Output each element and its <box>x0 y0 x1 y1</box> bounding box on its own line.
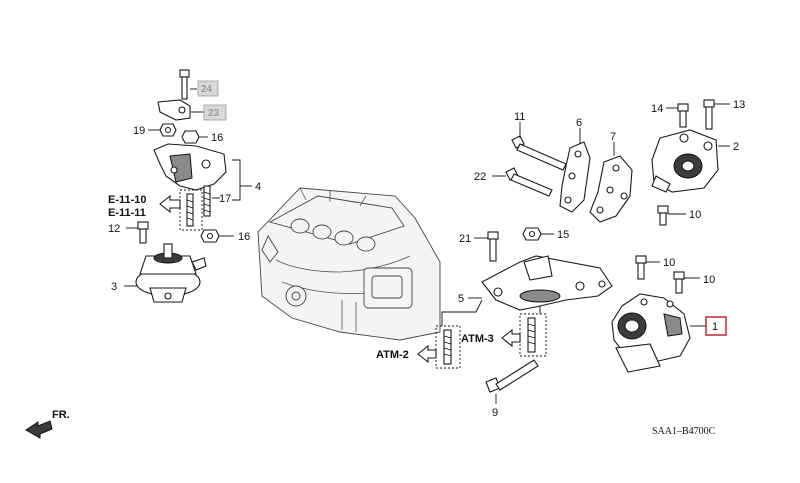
bolt-10-upper: 10 <box>657 205 701 226</box>
bracket-7: 7 <box>589 131 633 223</box>
callout-11: 11 <box>514 111 525 123</box>
ref-arrow-e11: E-11-10 E-11-11 <box>108 194 181 219</box>
nut-16-top: 16 <box>181 130 223 144</box>
callout-23: 23 <box>208 108 220 119</box>
callout-1-highlight[interactable]: 1 <box>705 316 727 336</box>
callout-16-top: 16 <box>211 132 223 144</box>
callout-23-badge: 23 <box>191 104 227 121</box>
callout-3: 3 <box>111 281 117 293</box>
engine-block <box>257 187 441 341</box>
nut-19: 19 <box>133 123 177 137</box>
bracket-6: 6 <box>559 117 591 213</box>
bracket-4: 4 <box>153 143 261 201</box>
bolt-22: 22 <box>474 167 553 197</box>
bolt-12: 12 <box>108 221 149 244</box>
bracket-23 <box>157 99 191 121</box>
callout-24: 24 <box>201 84 213 95</box>
front-label: FR. <box>52 409 70 421</box>
callout-19: 19 <box>133 125 145 137</box>
callout-1: 1 <box>712 321 718 333</box>
callout-9: 9 <box>492 407 498 419</box>
callout-4: 4 <box>255 181 261 193</box>
nut-15: 15 <box>522 227 569 241</box>
ref-atm-2: ATM-2 <box>376 349 409 361</box>
callout-12: 12 <box>108 223 120 235</box>
bolt-11: 11 <box>511 111 567 171</box>
callout-10-mid: 10 <box>663 257 675 269</box>
ref-e-11-11: E-11-11 <box>108 207 146 219</box>
callout-10-lower: 10 <box>703 274 715 286</box>
callout-24-badge: 24 <box>197 80 219 97</box>
callout-2: 2 <box>733 141 739 153</box>
callout-6: 6 <box>576 117 582 129</box>
mount-3: 3 <box>111 243 207 303</box>
callout-17: 17 <box>219 193 231 205</box>
callout-14: 14 <box>651 103 663 115</box>
callout-21: 21 <box>459 233 471 245</box>
lead-bracket5-studs <box>441 299 483 326</box>
callout-10-upper: 10 <box>689 209 701 221</box>
bolt-24 <box>179 69 197 100</box>
mount-1 <box>611 293 706 373</box>
callout-5: 5 <box>458 293 464 305</box>
bolt-10-lower: 10 <box>673 271 715 294</box>
stud-17: 17 <box>203 185 231 217</box>
ref-atm-3: ATM-3 <box>461 333 494 345</box>
bracket-5: 5 <box>458 255 613 311</box>
bolt-21: 21 <box>459 231 499 262</box>
callout-15: 15 <box>557 229 569 241</box>
bolt-9: 9 <box>485 359 539 419</box>
bolt-10-mid: 10 <box>635 255 675 280</box>
dashed-stud-atm3: ATM-3 <box>461 313 547 357</box>
ref-e-11-10: E-11-10 <box>108 194 147 206</box>
nut-16-bottom: 16 <box>200 229 250 243</box>
mount-2: 2 <box>651 129 739 193</box>
dashed-stud-e11 <box>179 189 203 231</box>
front-direction-indicator: FR. <box>25 409 70 439</box>
callout-16-bottom: 16 <box>238 231 250 243</box>
callout-13: 13 <box>733 99 745 111</box>
diagram-code: SAA1–B4700C <box>652 426 716 437</box>
callout-22: 22 <box>474 171 486 183</box>
bolt-13: 13 <box>703 99 745 130</box>
dashed-stud-atm2: ATM-2 <box>376 325 461 369</box>
callout-7: 7 <box>610 131 616 143</box>
bolt-14: 14 <box>651 103 689 128</box>
